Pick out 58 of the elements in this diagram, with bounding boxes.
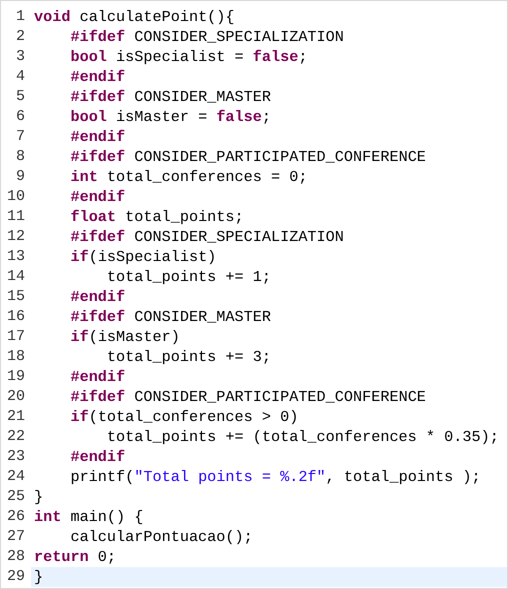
line-number: 29	[6, 567, 25, 587]
line-number: 9	[14, 167, 25, 187]
line-number: 4	[14, 67, 25, 87]
line-number: 3	[14, 47, 25, 67]
line-number: 16	[6, 307, 25, 327]
line-number: 7	[14, 127, 25, 147]
code-line: }	[34, 487, 44, 507]
code-line: total_points += 1;	[106, 267, 271, 287]
code-line: #endif	[69, 287, 126, 307]
code-line: #ifdef CONSIDER_MASTER	[69, 87, 271, 107]
line-number: 13	[6, 247, 25, 267]
line-number: 24	[6, 467, 25, 487]
code-line: if(isMaster)	[69, 327, 180, 347]
code-line: #ifdef CONSIDER_MASTER	[69, 307, 271, 327]
code-line: #ifdef CONSIDER_PARTICIPATED_CONFERENCE	[69, 147, 426, 167]
code-line: #endif	[69, 127, 126, 147]
line-number: 14	[6, 267, 25, 287]
line-number: 5	[14, 87, 25, 107]
code-line: void calculatePoint(){	[34, 7, 235, 27]
code-line: printf("Total points = %.2f", total_points );	[69, 467, 481, 487]
code-line: float total_points;	[69, 207, 244, 227]
code-line: #endif	[69, 367, 126, 387]
code-line: int total_conferences = 0;	[69, 167, 308, 187]
line-number: 15	[6, 287, 25, 307]
code-line: bool isSpecialist = false;	[69, 47, 308, 67]
line-number: 25	[6, 487, 25, 507]
line-number: 20	[6, 387, 25, 407]
line-number: 12	[6, 227, 25, 247]
line-number: 10	[6, 187, 25, 207]
line-number: 2	[14, 27, 25, 47]
code-line: }	[34, 567, 44, 587]
code-line: #endif	[69, 67, 126, 87]
line-number: 26	[6, 507, 25, 527]
code-line: int main() {	[34, 507, 144, 527]
code-line: total_points += 3;	[106, 347, 271, 367]
code-line: if(isSpecialist)	[69, 247, 216, 267]
line-number: 8	[14, 147, 25, 167]
code-line: #endif	[69, 447, 126, 467]
line-number: 22	[6, 427, 25, 447]
line-number: 19	[6, 367, 25, 387]
line-number: 28	[6, 547, 25, 567]
line-number: 11	[6, 207, 25, 227]
code-line: if(total_conferences > 0)	[69, 407, 298, 427]
line-number: 23	[6, 447, 25, 467]
code-line: #endif	[69, 187, 126, 207]
line-number: 27	[6, 527, 25, 547]
code-line: calcularPontuacao();	[69, 527, 253, 547]
code-line: #ifdef CONSIDER_SPECIALIZATION	[69, 227, 344, 247]
code-line: total_points += (total_conferences * 0.35);	[106, 427, 499, 447]
line-number: 1	[14, 7, 25, 27]
line-number: 21	[6, 407, 25, 427]
code-line: return 0;	[34, 547, 116, 567]
code-line: #ifdef CONSIDER_PARTICIPATED_CONFERENCE	[69, 387, 426, 407]
line-number: 17	[6, 327, 25, 347]
code-line: bool isMaster = false;	[69, 107, 272, 127]
code-line: #ifdef CONSIDER_SPECIALIZATION	[69, 27, 344, 47]
line-number: 18	[6, 347, 25, 367]
line-number: 6	[14, 107, 25, 127]
